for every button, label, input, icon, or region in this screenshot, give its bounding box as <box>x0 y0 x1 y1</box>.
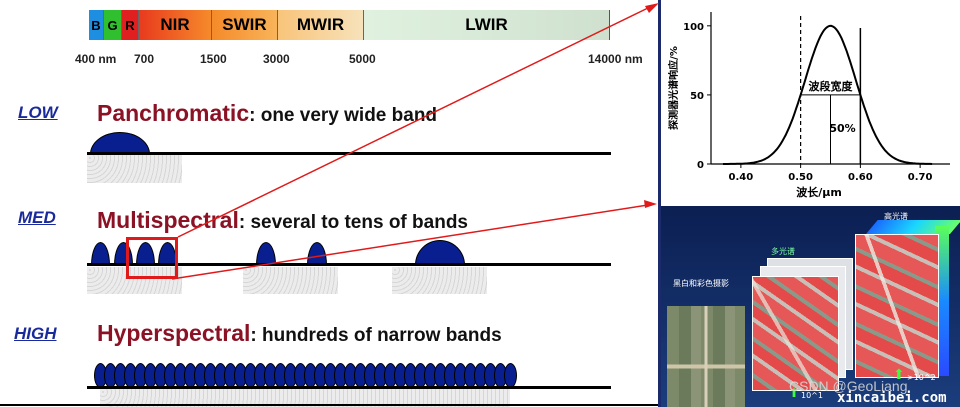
selection-box <box>126 237 178 279</box>
hyper-image <box>855 234 939 378</box>
panchromatic-band <box>90 132 150 154</box>
tick-5000: 5000 <box>349 52 376 66</box>
x-tick-label: 0.50 <box>788 172 813 183</box>
response-chart-panel: 0.40 0.50 0.60 0.70 0 50 100 波段宽度 50% 波长/μm 探测… <box>661 0 960 203</box>
spectrum-band-r: R <box>122 10 139 40</box>
y-tick-label: 100 <box>683 22 704 33</box>
tick-700: 700 <box>134 52 155 66</box>
y-tick-label: 0 <box>697 160 704 171</box>
tick-1500: 1500 <box>200 52 227 66</box>
half-max-label: 50% <box>829 122 855 135</box>
x-tick-label: 0.40 <box>729 172 754 183</box>
multispectral-band <box>256 242 276 265</box>
x-tick-label: 0.70 <box>908 172 933 183</box>
multispectral-name: Multispectral <box>97 207 239 233</box>
response-chart: 0.40 0.50 0.60 0.70 0 50 100 波段宽度 50% 波长/μm 探测… <box>667 12 950 199</box>
y-tick-label: 50 <box>690 91 704 102</box>
bandwidth-label: 波段宽度 <box>809 79 854 93</box>
response-curve <box>723 24 933 165</box>
arrow-head-cube <box>644 200 657 208</box>
spectrum-band-lwir: LWIR <box>364 10 610 40</box>
site-label: xincaibei.com <box>837 390 947 406</box>
med-ground-1 <box>87 267 182 294</box>
level-low-label: LOW <box>18 103 58 122</box>
panchromatic-name: Panchromatic <box>97 100 250 126</box>
high-baseline <box>87 386 611 389</box>
panchromatic-title: Panchromatic: one very wide band <box>97 100 437 127</box>
response-xlabel: 波长/μm <box>796 185 842 199</box>
tick-3000: 3000 <box>263 52 290 66</box>
multispectral-band <box>415 240 465 265</box>
hyperspectral-cube-label: 高光谱 <box>884 212 908 221</box>
med-ground-2 <box>243 267 338 294</box>
spectrum-band-b: B <box>89 10 104 40</box>
hyperspectral-band <box>504 363 517 388</box>
bw-photo <box>667 306 745 407</box>
hundred-bands-label: >10^2 <box>907 373 936 382</box>
spectrum-band-nir: NIR <box>139 10 212 40</box>
multi-image <box>752 276 839 391</box>
multispectral-cube-label: 多光谱 <box>771 247 795 256</box>
spectrum-band-mwir: MWIR <box>278 10 364 40</box>
multispectral-title: Multispectral: several to tens of bands <box>97 207 468 234</box>
green-arrow-icon: ⬆ <box>789 386 800 400</box>
med-ground-3 <box>392 267 487 294</box>
cube-panel: 黑白和彩色摄影 多光谱 高光谱 10^1 >10^2 ⬆ ⬆ CSDN @Geo… <box>661 206 960 407</box>
spectrum-band-g: G <box>104 10 122 40</box>
hyperspectral-name: Hyperspectral <box>97 320 251 346</box>
ten-bands-label: 10^1 <box>801 391 823 400</box>
multispectral-band <box>307 242 327 265</box>
level-med-label: MED <box>18 208 56 227</box>
high-ground <box>100 389 510 407</box>
green-arrow-icon: ⬆ <box>893 366 905 382</box>
arrow-head-chart <box>645 3 659 13</box>
watermark: CSDN @GeoLiang <box>789 378 908 394</box>
tick-400: 400 nm <box>75 52 117 66</box>
level-high-label: HIGH <box>14 324 57 343</box>
multispectral-band <box>91 242 110 265</box>
right-divider <box>658 0 661 407</box>
bw-photo-label: 黑白和彩色摄影 <box>673 279 729 288</box>
low-ground <box>87 155 182 183</box>
x-tick-label: 0.60 <box>848 172 873 183</box>
hyperspectral-bands <box>94 363 517 388</box>
tick-14000: 14000 nm <box>588 52 643 66</box>
multispectral-desc: : several to tens of bands <box>238 212 468 233</box>
response-ylabel: 探测器光谱响应/% <box>667 46 680 130</box>
hyperspectral-desc: : hundreds of narrow bands <box>250 325 502 346</box>
response-ticks: 0.40 0.50 0.60 0.70 0 50 100 <box>683 22 932 183</box>
spectrum-band-swir: SWIR <box>212 10 278 40</box>
bottom-divider <box>0 404 660 406</box>
panchromatic-desc: : one very wide band <box>249 105 438 126</box>
hyperspectral-title: Hyperspectral: hundreds of narrow bands <box>97 320 502 347</box>
low-baseline <box>87 152 611 155</box>
